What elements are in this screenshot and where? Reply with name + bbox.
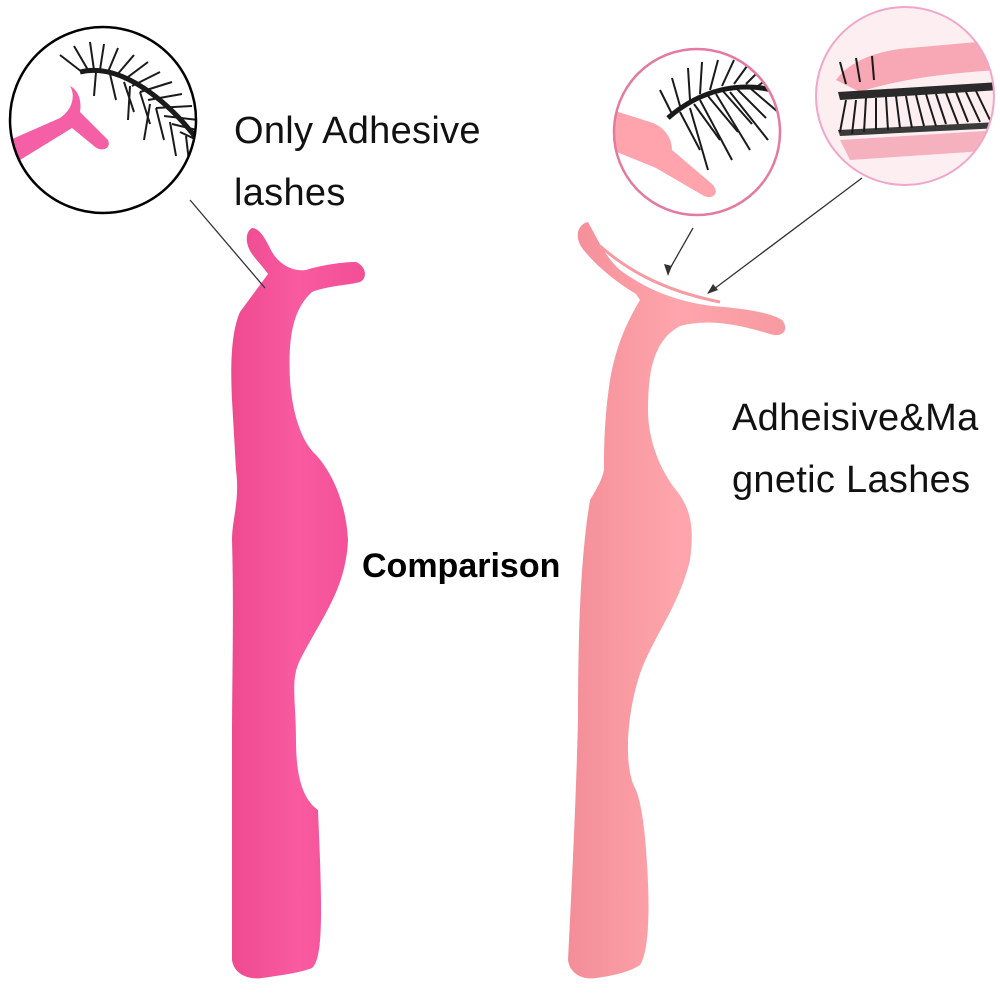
left-label-line2: lashes bbox=[234, 172, 346, 214]
left-product-label: Only Adhesive lashes bbox=[234, 100, 481, 224]
pointer-lines bbox=[189, 177, 863, 294]
right-pointer-line-1 bbox=[667, 227, 694, 273]
right-pointer-line-2 bbox=[709, 177, 863, 293]
right-pointer-arrowhead-2 bbox=[707, 284, 718, 294]
left-label-line1: Only Adhesive bbox=[234, 110, 481, 152]
right-product-label: Adheisive&Ma gnetic Lashes bbox=[732, 387, 979, 511]
magnetic-lash-closeup-icon bbox=[815, 6, 995, 186]
right-pointer-arrowhead-1 bbox=[664, 264, 672, 276]
left-pointer-line bbox=[189, 199, 266, 289]
comparison-label: Comparison bbox=[362, 547, 561, 585]
right-label-line1: Adheisive&Ma bbox=[732, 397, 979, 439]
right-lash-closeup-icon bbox=[612, 47, 782, 217]
right-label-line2: gnetic Lashes bbox=[732, 459, 971, 501]
left-tweezer bbox=[231, 228, 365, 979]
right-tweezer bbox=[568, 222, 786, 979]
left-lash-closeup-icon bbox=[8, 25, 198, 215]
